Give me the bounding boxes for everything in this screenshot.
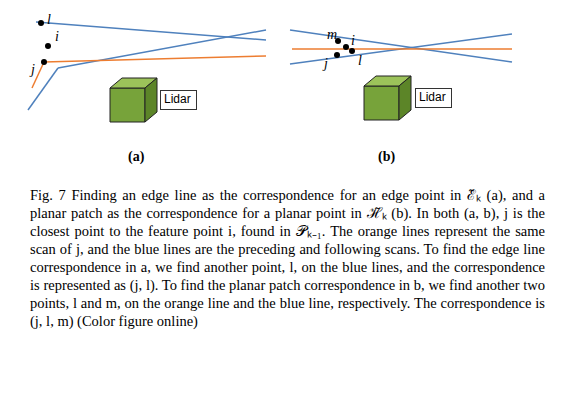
- point-label: j: [324, 57, 328, 71]
- point-label: i: [55, 30, 59, 44]
- point-label: i: [351, 34, 355, 48]
- lidar-cube: [110, 78, 157, 122]
- lidar-label-box: Lidar: [160, 90, 197, 110]
- panel-label: (a): [128, 150, 144, 164]
- orange-scan-line: [292, 48, 512, 50]
- figure-caption: Fig. 7 Finding an edge line as the corre…: [30, 186, 545, 330]
- node-text: Lidar: [164, 92, 193, 106]
- blue-scan-line: [36, 22, 266, 40]
- point-j: [41, 59, 47, 65]
- point-label: l: [47, 13, 51, 27]
- orange-scan-line: [44, 56, 266, 62]
- panel-label: (b): [378, 150, 395, 164]
- node-text: Lidar: [419, 90, 448, 104]
- lidar-cube: [364, 76, 411, 120]
- point-l: [38, 20, 44, 26]
- point-label: m: [327, 28, 337, 42]
- lidar-label-box: Lidar: [415, 88, 452, 108]
- point-l: [349, 48, 355, 54]
- point-label: j: [31, 63, 35, 77]
- point-i: [343, 44, 349, 50]
- point-j: [334, 52, 340, 58]
- blue-scan-line: [290, 30, 512, 62]
- blue-scan-line: [58, 30, 266, 68]
- point-i: [45, 43, 51, 49]
- point-label: l: [358, 54, 362, 68]
- orange-scan-line: [32, 62, 44, 88]
- blue-scan-line: [290, 34, 512, 64]
